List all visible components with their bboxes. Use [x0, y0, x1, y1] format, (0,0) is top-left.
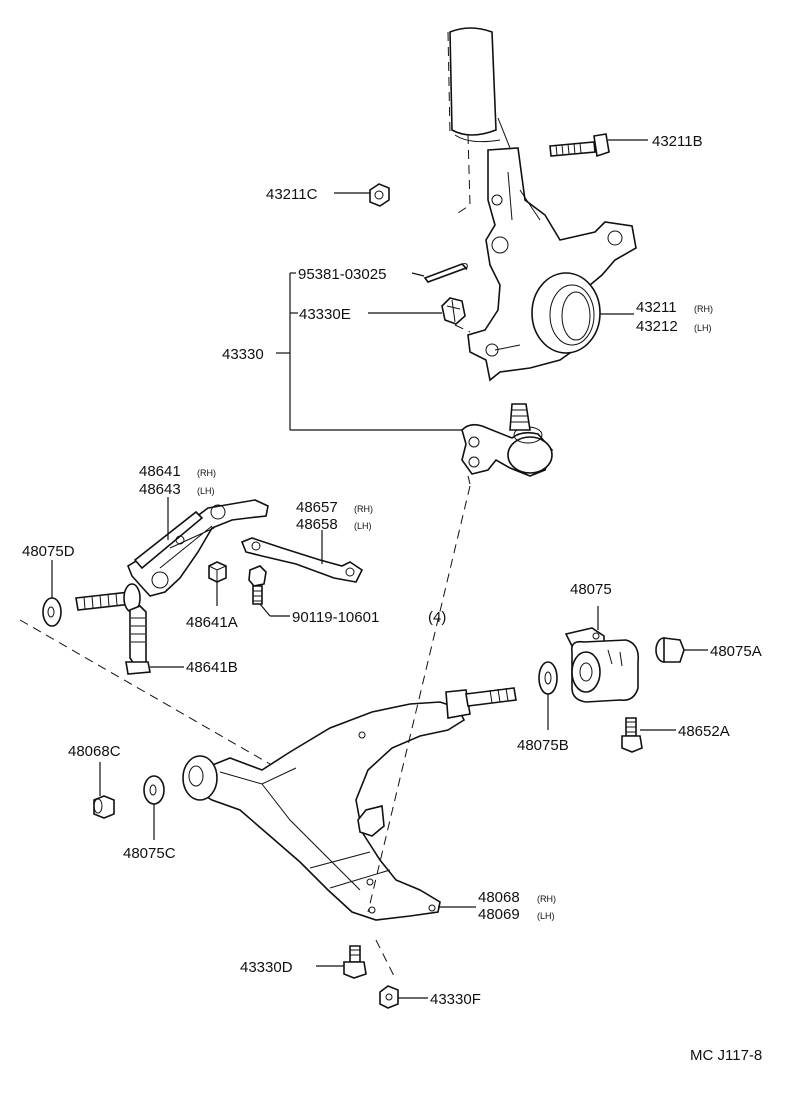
side-lh: (LH)	[197, 486, 215, 496]
diagram-code: MC J117-8	[690, 1047, 762, 1064]
label-48075d: 48075D	[22, 543, 75, 560]
nut-48641a-illustration	[208, 561, 227, 583]
washer-48075b-illustration	[538, 661, 558, 695]
side-lh: (LH)	[694, 323, 712, 333]
label-48075a: 48075A	[710, 643, 762, 660]
label-48641b: 48641B	[186, 659, 238, 676]
label-43211b: 43211B	[652, 133, 703, 150]
bolt-48652a-illustration	[621, 717, 643, 753]
arm-48641-illustration	[75, 499, 269, 613]
label-48075b: 48075B	[517, 737, 569, 754]
label-48652a: 48652A	[678, 723, 730, 740]
nut-43211c-illustration	[369, 183, 390, 207]
bolt-43330d-illustration	[343, 945, 367, 979]
label-43330f: 43330F	[430, 991, 481, 1008]
lower-control-arm-illustration	[182, 687, 517, 921]
label-48075c: 48075C	[123, 845, 176, 862]
bushing-48068c-illustration	[93, 795, 115, 819]
side-rh: (RH)	[354, 504, 373, 514]
leader-lines	[51, 139, 708, 999]
label-43330: 43330	[222, 346, 264, 363]
washer-48075d-illustration	[42, 597, 62, 627]
label-90119-qty: (4)	[428, 609, 446, 626]
side-lh: (LH)	[537, 911, 555, 921]
bushing-48075-illustration	[564, 627, 640, 703]
nut-48075a-illustration	[655, 637, 685, 663]
label-48069: 48069	[478, 906, 520, 923]
label-48075: 48075	[570, 581, 612, 598]
bolt-48641b-illustration	[125, 605, 151, 675]
side-rh: (RH)	[694, 304, 713, 314]
label-48068: 48068	[478, 889, 520, 906]
label-48068c: 48068C	[68, 743, 121, 760]
side-lh: (LH)	[354, 521, 372, 531]
side-rh: (RH)	[197, 468, 216, 478]
ball-joint-43330-illustration	[461, 403, 553, 485]
side-rh: (RH)	[537, 894, 556, 904]
bolt-90119-illustration	[248, 565, 267, 605]
bracket-48657-illustration	[240, 537, 364, 583]
cotter-pin-illustration	[423, 263, 468, 283]
assembly-dashed-lines	[19, 485, 471, 977]
label-48641a: 48641A	[186, 614, 238, 631]
washer-48075c-illustration	[143, 775, 165, 805]
bolt-43211b-illustration	[549, 133, 610, 158]
label-43330e: 43330E	[299, 306, 351, 323]
steering-knuckle-illustration	[447, 27, 637, 382]
label-48658: 48658	[296, 516, 338, 533]
label-43330d: 43330D	[240, 959, 293, 976]
label-43211c: 43211C	[266, 186, 318, 203]
label-48657: 48657	[296, 499, 338, 516]
label-48641: 48641	[139, 463, 181, 480]
nut-43330f-illustration	[379, 985, 399, 1009]
castle-nut-43330e-illustration	[441, 297, 471, 333]
label-90119-10601: 90119-10601	[292, 609, 379, 626]
label-43212: 43212	[636, 318, 678, 335]
label-48643: 48643	[139, 481, 181, 498]
label-95381-03025: 95381-03025	[298, 266, 386, 283]
label-43211: 43211	[636, 299, 677, 316]
part-labels: 43211B 43211C 95381-03025 43330E 43330 4…	[22, 133, 762, 1064]
